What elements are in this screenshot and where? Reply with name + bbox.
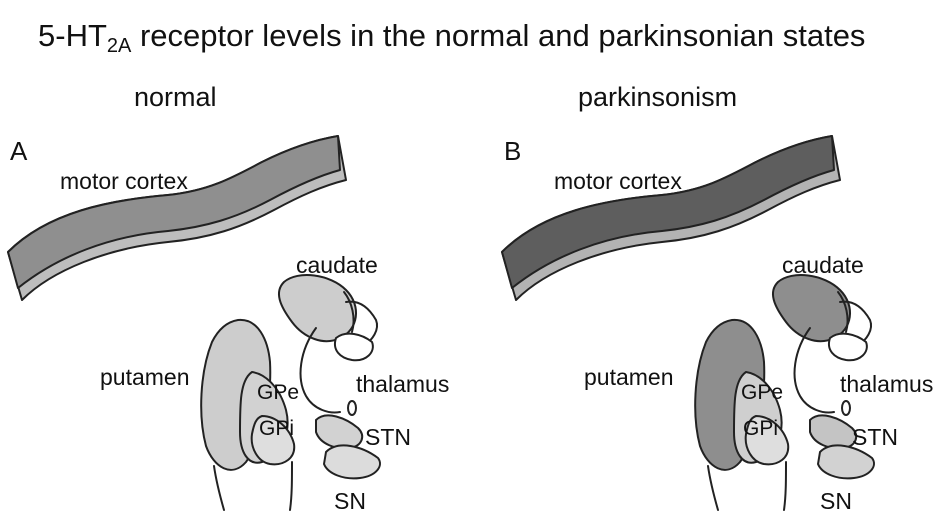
caudate-shape (773, 275, 850, 341)
panel-a-label-gpe: GPe (257, 382, 299, 403)
panel-b-label-sn: SN (820, 490, 852, 513)
panel-a-label-thalamus: thalamus (356, 373, 449, 396)
panel-a-label-stn: STN (365, 426, 411, 449)
sn-shape (818, 445, 874, 478)
panel-a-label-gpi: GPi (259, 418, 294, 439)
panel-b-label-putamen: putamen (584, 366, 674, 389)
panel-a-label-caudate: caudate (296, 254, 378, 277)
panel-b-label-caudate: caudate (782, 254, 864, 277)
panel-a-label-sn: SN (334, 490, 366, 513)
thalamus-shape (829, 334, 867, 361)
panel-b-label-thalamus: thalamus (840, 373, 933, 396)
panel-b-label-motor-cortex: motor cortex (554, 170, 682, 193)
caudate-shape (279, 275, 356, 341)
small-nucleus (842, 401, 850, 415)
panel-a-label-motor-cortex: motor cortex (60, 170, 188, 193)
stn-shape (810, 415, 856, 448)
panel-a-label-putamen: putamen (100, 366, 190, 389)
stn-shape (316, 415, 362, 448)
small-nucleus (348, 401, 356, 415)
panel-b-label-gpe: GPe (741, 382, 783, 403)
sn-shape (324, 445, 380, 478)
thalamus-shape (335, 334, 373, 361)
panel-b-label-gpi: GPi (743, 418, 778, 439)
panel-b-label-stn: STN (852, 426, 898, 449)
